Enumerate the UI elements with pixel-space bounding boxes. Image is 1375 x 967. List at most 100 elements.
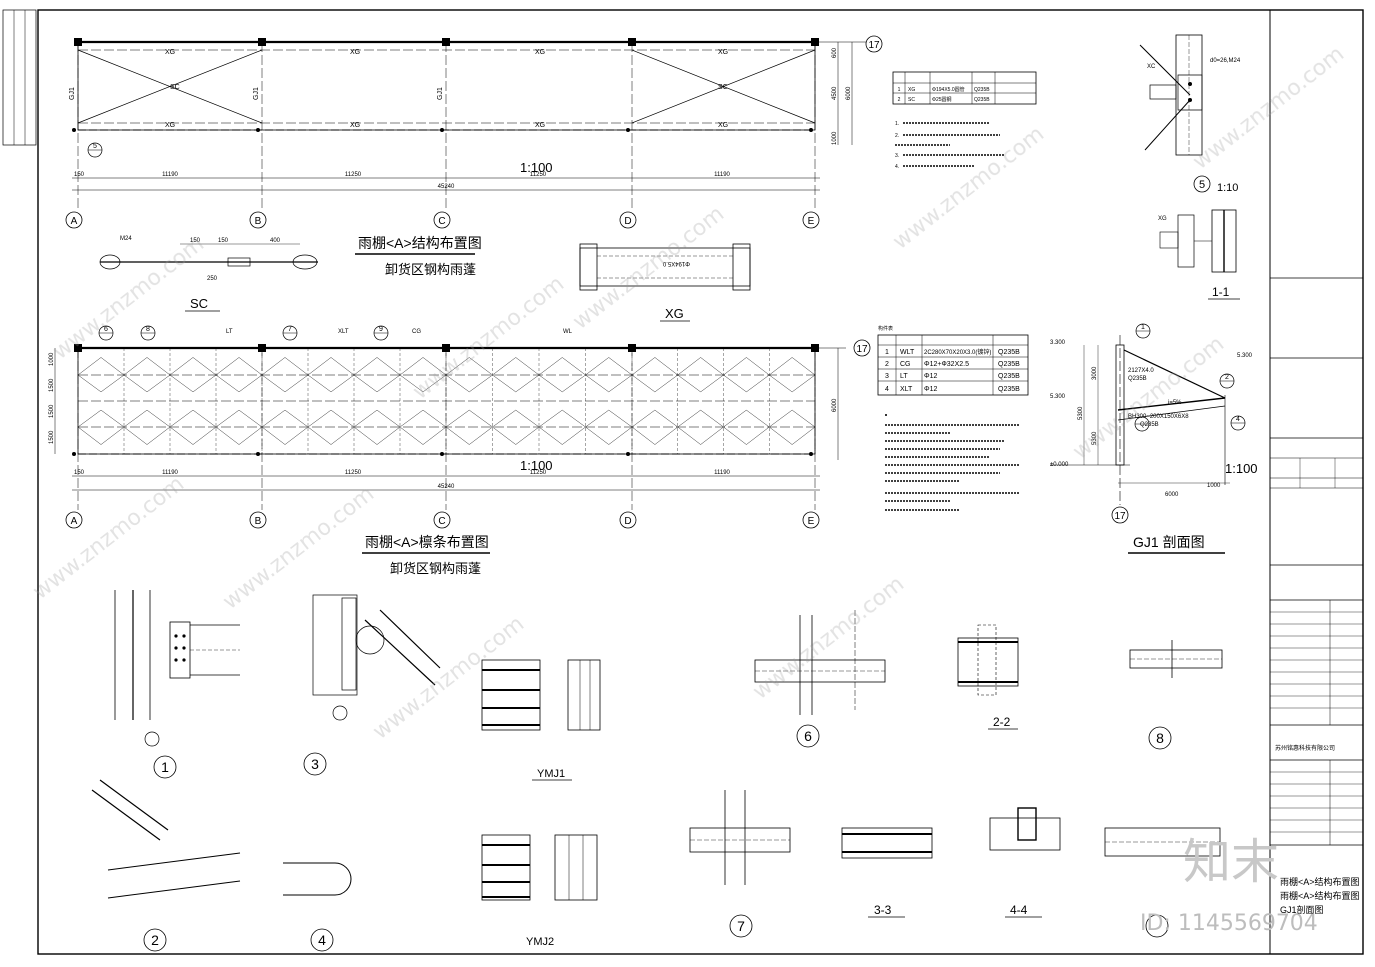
label-xg-5: XG	[165, 122, 175, 129]
bot-axis-C: C	[438, 516, 445, 527]
sheet-border	[37, 9, 1364, 955]
gj1-lvl-2: 5.300	[1237, 353, 1253, 359]
tm-r1-spec: 2C280X70X20X3.0(镀锌)	[924, 348, 991, 356]
tag-lt: LT	[226, 329, 233, 335]
tm-r1-code: WLT	[900, 349, 915, 356]
gj1-lbl-3: BH300~200X150X6X8	[1128, 414, 1189, 420]
gj1-scale: 1:100	[1225, 461, 1258, 476]
gj1-lbl-5: i=5%	[1168, 400, 1182, 406]
ymj2-label: YMJ2	[526, 936, 554, 948]
top-axis-B: B	[255, 216, 262, 227]
tt-note-1: 1.	[895, 121, 899, 127]
top-bay-3: 11250	[530, 172, 547, 178]
d5-note: d0=26,M24	[1210, 58, 1241, 64]
gj1-lvl-4: ±0.000	[1050, 462, 1069, 468]
bp-bay-4: 11190	[714, 470, 730, 476]
tt-r2-no: 2	[898, 97, 901, 103]
dim-right-3: 1000	[832, 131, 838, 145]
top-axis-E: E	[808, 216, 815, 227]
svg-text:400: 400	[270, 238, 281, 244]
label-xg-3: XG	[535, 49, 545, 56]
top-axis-D: D	[624, 216, 631, 227]
gj1-lbl-4: Q235B	[1140, 422, 1159, 428]
detail-2-label: 2	[151, 932, 159, 948]
label-xg-1: XG	[165, 49, 175, 56]
detail-8: 8	[1129, 640, 1223, 750]
tm-r2-mat: Q235B	[998, 361, 1020, 368]
label-xg-7: XG	[535, 122, 545, 129]
gj1-lbl-2: Q235B	[1128, 376, 1147, 382]
gj1-lvl-3: 5.300	[1050, 394, 1066, 400]
label-sc-2: SC	[718, 84, 728, 91]
tt-r1-mat: Q235B	[974, 87, 990, 93]
dim-right-1: 600	[832, 47, 838, 58]
top-plan-subtitle: 卸货区钢构雨蓬	[385, 262, 476, 277]
section-gj1: 3.300 5.300 5.300 ±0.000 3000 5300 5300 …	[1050, 323, 1258, 554]
top-end-dim: 150	[74, 172, 85, 178]
table-mid: 构件表 1 WLT 2C280X70X20X3.0(镀锌) Q235B 2 CG…	[877, 325, 1029, 511]
company-name: 苏州铭惠科技有限公司	[1275, 744, 1335, 752]
detail-2-2: 2-2	[957, 624, 1019, 730]
tm-r4-no: 4	[885, 386, 889, 393]
d5-label: 5	[1199, 179, 1205, 191]
bot-axis-A: A	[71, 516, 78, 527]
detail-3-3: 3-3	[841, 827, 933, 918]
grid-17-top: 17	[868, 40, 880, 51]
tb-title-2: 雨棚<A>结构布置图	[1280, 890, 1360, 901]
label-gj1-1: GJ1	[69, 87, 76, 100]
detail-7-label: 7	[737, 918, 745, 934]
top-plan-title: 雨棚<A>结构布置图	[358, 235, 482, 251]
label-xg-2: XG	[350, 49, 360, 56]
svg-text:150: 150	[218, 238, 229, 244]
gj1-lvl-1: 3.300	[1050, 340, 1066, 346]
detail-1-1: XG 1-1	[1158, 209, 1240, 300]
tb-title-3: GJ1剖面图	[1280, 904, 1324, 915]
bot-axis-E: E	[808, 516, 815, 527]
bp-mark-2: 8	[146, 326, 150, 333]
gj1-lbl-1: 2127X4.0	[1128, 368, 1154, 374]
svg-text:XC: XC	[1147, 64, 1156, 70]
tag-wl: WL	[563, 329, 573, 335]
tt-r2-spec: Φ25圆钢	[932, 96, 952, 103]
detail-4-4: 4-4	[989, 807, 1061, 918]
gj1-dim-1: 3000	[1092, 366, 1098, 380]
bp-left-3: 1500	[49, 404, 55, 418]
detail-3-label: 3	[311, 756, 319, 772]
svg-text:150: 150	[190, 238, 201, 244]
d33-label: 3-3	[874, 903, 892, 917]
grid-17-bottom: 17	[856, 344, 868, 355]
d11-note: XG	[1158, 216, 1167, 222]
label-gj1-2: GJ1	[253, 87, 260, 100]
bp-mark-4: 9	[379, 326, 383, 333]
tm-r2-spec: Φ12+Ф32X2.5	[924, 361, 969, 368]
tm-r1-mat: Q235B	[998, 349, 1020, 356]
tt-r2-mat: Q235B	[974, 97, 990, 103]
detail-6-label: 6	[804, 728, 812, 744]
detail-mark-5: 5	[93, 143, 97, 150]
tm-r4-mat: Q235B	[998, 386, 1020, 393]
bp-bay-3: 11250	[530, 470, 547, 476]
tt-r1-code: XG	[908, 87, 915, 93]
top-axis-C: C	[438, 216, 445, 227]
gj1-dim-4: 6000	[1165, 492, 1179, 498]
gj1-dim-3: 5300	[1092, 431, 1098, 445]
tm-r3-spec: Φ12	[924, 373, 937, 380]
detail-ymj2: YMJ2	[481, 834, 598, 948]
xg-label: XG	[665, 306, 684, 321]
label-sc-1: SC	[170, 84, 180, 91]
detail-2: 2	[91, 779, 241, 952]
d22-label: 2-2	[993, 715, 1011, 729]
tm-r3-mat: Q235B	[998, 373, 1020, 380]
tb-title-1: 雨棚<A>结构布置图	[1280, 876, 1360, 887]
detail-4: 4	[283, 862, 352, 952]
detail-8b	[1104, 827, 1221, 938]
top-bay-1: 11190	[162, 172, 178, 178]
d11-label: 1-1	[1212, 285, 1230, 299]
detail-ymj1: YMJ1	[481, 659, 601, 781]
tm-title: 构件表	[878, 325, 893, 332]
bottom-plan-subtitle: 卸货区钢构雨蓬	[390, 561, 481, 576]
sc-detail: 150 150 400 M24 250 SC	[99, 236, 318, 312]
top-total: 45240	[438, 184, 455, 190]
